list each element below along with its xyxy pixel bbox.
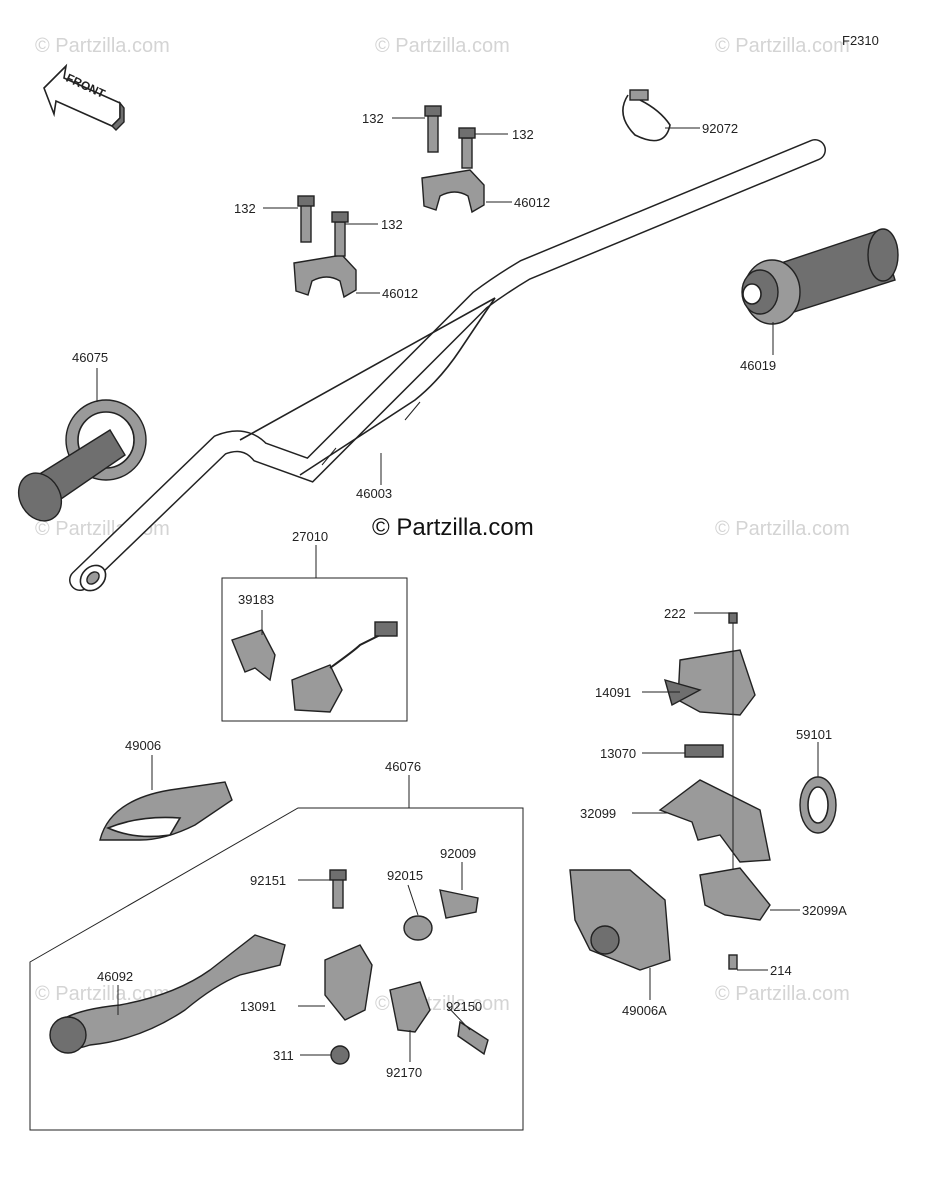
part-label-222[interactable]: 222: [664, 606, 686, 621]
part-label-46003[interactable]: 46003: [356, 486, 392, 501]
part-label-46012[interactable]: 46012: [382, 286, 418, 301]
lever-assembly-box: [29, 807, 524, 1131]
part-label-132[interactable]: 132: [362, 111, 384, 126]
part-label-32099[interactable]: 32099: [580, 806, 616, 821]
front-arrow: FRONT: [43, 63, 125, 131]
part-label-92072[interactable]: 92072: [702, 121, 738, 136]
lever-cover: [99, 781, 233, 841]
watermark: © Partzilla.com: [715, 983, 850, 1005]
part-labels: 132 132 92072 46012 132 132 46012 46075 …: [72, 111, 847, 1080]
watermark: © Partzilla.com: [375, 35, 510, 57]
part-label-132[interactable]: 132: [234, 201, 256, 216]
part-label-214[interactable]: 214: [770, 963, 792, 978]
cable-tie: [622, 89, 671, 142]
watermark: © Partzilla.com: [35, 35, 170, 57]
part-label-32099A[interactable]: 32099A: [802, 903, 847, 918]
part-label-92170[interactable]: 92170: [386, 1065, 422, 1080]
clamp-upper: [421, 105, 485, 214]
part-label-92009[interactable]: 92009: [440, 846, 476, 861]
watermark: © Partzilla.com: [35, 983, 170, 1005]
clamp-lower: [293, 195, 357, 299]
switch-box: [221, 577, 408, 722]
part-label-39183[interactable]: 39183: [238, 592, 274, 607]
part-label-311[interactable]: 311: [273, 1048, 294, 1063]
part-label-46075[interactable]: 46075: [72, 350, 108, 365]
part-label-59101[interactable]: 59101: [796, 727, 832, 742]
part-label-46092[interactable]: 46092: [97, 969, 133, 984]
grip-right: [741, 228, 899, 325]
part-label-92015[interactable]: 92015: [387, 868, 423, 883]
part-label-13070[interactable]: 13070: [600, 746, 636, 761]
grip-left: [17, 399, 147, 522]
part-label-14091[interactable]: 14091: [595, 685, 631, 700]
part-label-49006A[interactable]: 49006A: [622, 1003, 667, 1018]
watermark: © Partzilla.com: [715, 518, 850, 540]
part-label-132[interactable]: 132: [381, 217, 403, 232]
diagram-id: F2310: [842, 33, 879, 48]
part-label-46012[interactable]: 46012: [514, 195, 550, 210]
leader-lines: [96, 117, 819, 1062]
watermark: © Partzilla.com: [715, 35, 850, 57]
throttle-housing: [569, 612, 837, 971]
part-label-49006[interactable]: 49006: [125, 738, 161, 753]
watermark-center: © Partzilla.com: [372, 514, 534, 541]
handlebar: [69, 139, 826, 592]
part-label-92150[interactable]: 92150: [446, 999, 482, 1014]
part-label-92151[interactable]: 92151: [250, 873, 286, 888]
part-label-13091[interactable]: 13091: [240, 999, 276, 1014]
part-label-46076[interactable]: 46076: [385, 759, 421, 774]
part-label-46019[interactable]: 46019: [740, 358, 776, 373]
part-label-132[interactable]: 132: [512, 127, 534, 142]
part-label-27010[interactable]: 27010: [292, 529, 328, 544]
